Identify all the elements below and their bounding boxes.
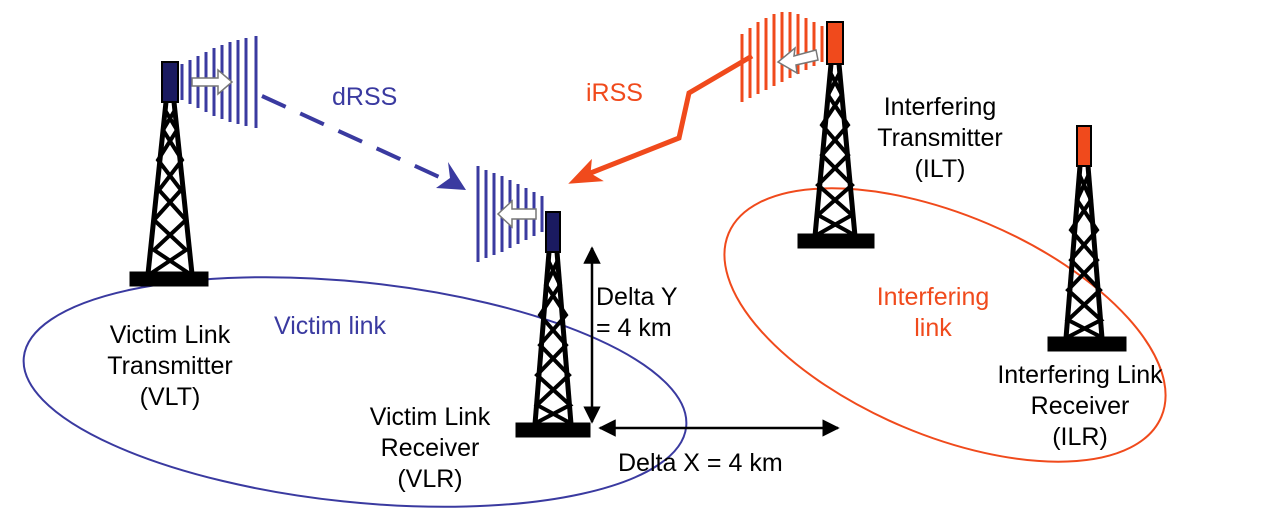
vlr-antenna-icon [476,166,544,262]
ilt-antenna-icon [740,12,824,102]
ilr-tower-icon [1047,125,1127,352]
ilr-label: Interfering Link Receiver (ILR) [997,361,1163,451]
irss-signal-arrow [568,53,754,184]
delta-x-label: Delta X = 4 km [618,449,783,477]
victim-link-label: Victim link [274,312,387,340]
vlt-antenna-icon [180,36,258,128]
vlr-label: Victim Link Receiver (VLR) [369,403,491,493]
vlt-tower-icon [129,61,209,287]
vlt-label: Victim Link Transmitter (VLT) [107,321,233,411]
interfering-link-ellipse [723,187,1167,463]
vlr-tower-icon [515,211,591,438]
ilt-label: Interfering Transmitter (ILT) [877,93,1003,183]
delta-y-label: Delta Y = 4 km [596,283,678,342]
interfering-link-label: Interfering link [876,283,990,342]
drss-label: dRSS [332,83,398,111]
irss-label: iRSS [586,79,643,107]
ilt-tower-icon [797,21,875,249]
drss-signal-arrow [261,94,466,190]
